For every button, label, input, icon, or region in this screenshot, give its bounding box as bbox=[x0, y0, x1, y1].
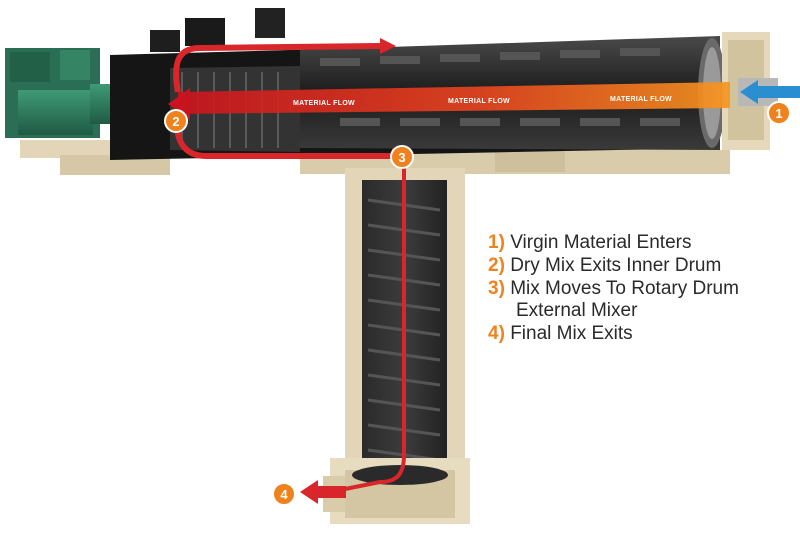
legend-text-continued: External Mixer bbox=[516, 300, 638, 321]
entry-arrow-icon bbox=[740, 80, 800, 104]
marker-3-label: 3 bbox=[398, 150, 405, 165]
legend-num: 1) bbox=[488, 232, 505, 253]
flow-label-right: MATERIAL FLOW bbox=[610, 96, 672, 103]
legend-text: Virgin Material Enters bbox=[510, 232, 692, 253]
marker-2-label: 2 bbox=[172, 114, 179, 129]
legend-text: Mix Moves To Rotary Drum bbox=[510, 278, 739, 299]
legend-item-3: 3) Mix Moves To Rotary Drum External Mix… bbox=[488, 278, 788, 322]
marker-3: 3 bbox=[390, 145, 414, 169]
marker-4-label: 4 bbox=[280, 487, 288, 502]
external-mixer bbox=[323, 168, 470, 524]
legend-item-2: 2) Dry Mix Exits Inner Drum bbox=[488, 255, 788, 277]
legend-num: 4) bbox=[488, 323, 505, 344]
step-legend: 1) Virgin Material Enters 2) Dry Mix Exi… bbox=[488, 232, 788, 346]
legend-num: 2) bbox=[488, 255, 505, 276]
marker-4: 4 bbox=[272, 482, 296, 506]
drum-flights bbox=[320, 48, 680, 126]
marker-1: 1 bbox=[767, 101, 791, 125]
marker-1-label: 1 bbox=[775, 106, 782, 121]
flow-label-left: MATERIAL FLOW bbox=[293, 100, 355, 107]
legend-item-4: 4) Final Mix Exits bbox=[488, 323, 788, 345]
legend-text: Dry Mix Exits Inner Drum bbox=[510, 255, 722, 276]
legend-num: 3) bbox=[488, 278, 505, 299]
legend-text: Final Mix Exits bbox=[510, 323, 633, 344]
flow-arrow-icon bbox=[168, 38, 730, 504]
flow-label-middle: MATERIAL FLOW bbox=[448, 98, 510, 105]
legend-item-1: 1) Virgin Material Enters bbox=[488, 232, 788, 254]
marker-2: 2 bbox=[164, 109, 188, 133]
